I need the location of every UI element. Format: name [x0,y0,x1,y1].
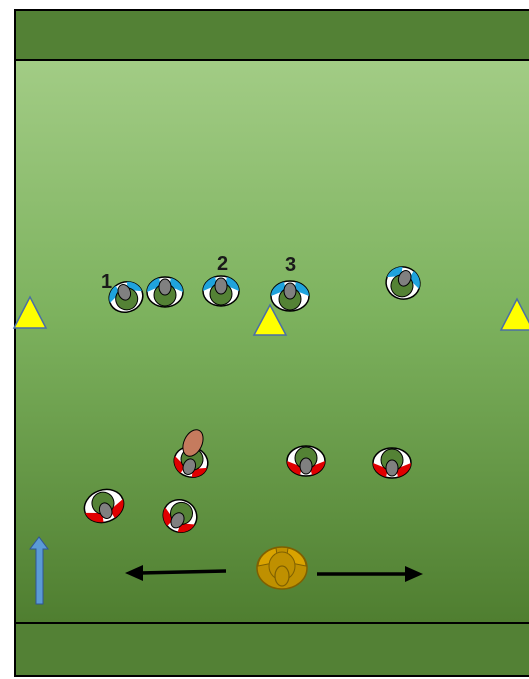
bottom-endzone [14,622,529,677]
left-movement-arrow [125,565,227,581]
center-cone [252,303,288,336]
rugby-ball [182,429,204,457]
attack-player-3 [270,280,310,312]
defense-player-right [372,447,412,479]
left-cone [12,295,48,329]
defense-player-center-back [162,498,198,534]
defense-player-left-back [83,488,125,524]
coach-figure [256,546,308,590]
attack-player-wide [385,266,421,300]
player-label-2: 2 [217,253,228,275]
player-label-3: 3 [285,254,296,276]
top-endzone [14,9,529,61]
player-label-1: 1 [101,271,112,293]
defense-player-mid [286,445,326,477]
up-arrow-icon [29,536,49,605]
playing-field [14,59,529,624]
attack-player-1 [108,281,144,313]
attack-player-2 [202,275,240,307]
right-cone [499,297,529,331]
right-movement-arrow [317,566,423,582]
attack-player-1b [146,276,184,308]
